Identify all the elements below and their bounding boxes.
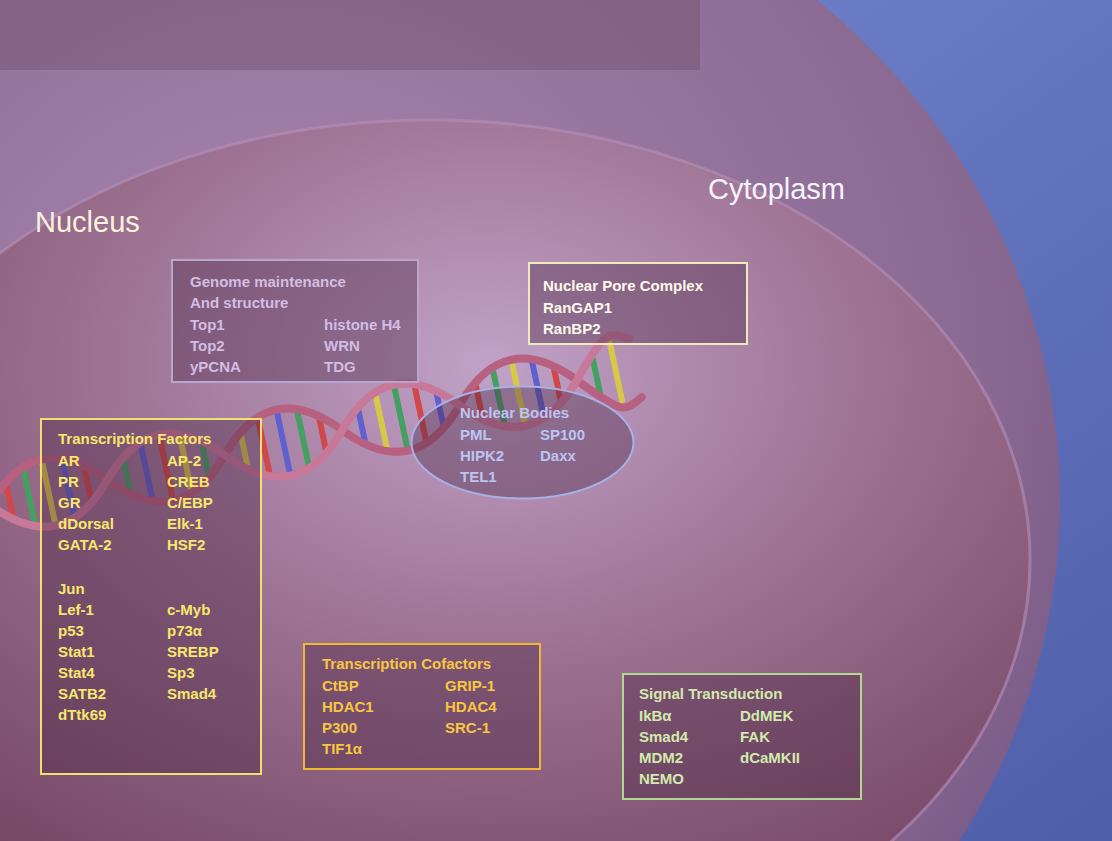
protein-name: dTtk69: [58, 704, 106, 725]
box-heading: Transcription Cofactors: [322, 653, 491, 674]
protein-name: Smad4: [167, 683, 216, 704]
protein-name: CREB: [167, 471, 210, 492]
box-heading: Transcription Factors: [58, 428, 211, 449]
protein-name: RanGAP1: [543, 297, 612, 318]
ellipse-outline: [410, 385, 635, 500]
ellipse-shape: [412, 387, 634, 499]
group-box: Nuclear Pore ComplexRanGAP1RanBP2: [528, 262, 748, 345]
region-label: Cytoplasm: [708, 172, 845, 206]
protein-name: PML: [460, 424, 492, 445]
protein-name: GRIP-1: [445, 675, 495, 696]
protein-name: GR: [58, 492, 81, 513]
protein-name: IkBα: [639, 705, 672, 726]
protein-name: Smad4: [639, 726, 688, 747]
protein-name: SREBP: [167, 641, 219, 662]
group-box: Genome maintenance And structureTop1 hist…: [171, 259, 419, 383]
protein-name: HIPK2: [460, 445, 504, 466]
protein-name: Sp3: [167, 662, 195, 683]
protein-name: TIF1α: [322, 738, 362, 759]
protein-name: FAK: [740, 726, 770, 747]
protein-name: DdMEK: [740, 705, 793, 726]
protein-name: Top1: [190, 314, 225, 335]
protein-name: Daxx: [540, 445, 576, 466]
ellipse-node: Nuclear BodiesPML SP100HIPK2 DaxxTEL1: [410, 385, 635, 500]
group-box: Signal TransductionIkBα DdMEK Smad4 FAK MDM2…: [622, 673, 862, 800]
protein-name: c-Myb: [167, 599, 210, 620]
group-box: Transcription CofactorsCtBP GRIP-1HDAC1 HD…: [303, 643, 541, 770]
protein-name: AP-2: [167, 450, 201, 471]
protein-name: SATB2: [58, 683, 106, 704]
protein-name: dCaMKII: [740, 747, 800, 768]
box-heading: Genome maintenance And structure: [190, 271, 362, 313]
protein-name: yPCNA: [190, 356, 241, 377]
protein-name: SRC-1: [445, 717, 490, 738]
protein-name: CtBP: [322, 675, 359, 696]
group-box: Transcription FactorsAR AP-2PR CREB GR C/EBP…: [40, 418, 262, 775]
protein-name: Jun: [58, 578, 85, 599]
protein-name: GATA-2: [58, 534, 112, 555]
protein-name: HDAC4: [445, 696, 497, 717]
protein-name: MDM2: [639, 747, 683, 768]
protein-name: TDG: [324, 356, 356, 377]
nucleus-body: [0, 120, 1030, 841]
protein-name: PR: [58, 471, 79, 492]
protein-name: p53: [58, 620, 84, 641]
protein-name: HSF2: [167, 534, 205, 555]
protein-name: C/EBP: [167, 492, 213, 513]
protein-name: p73α: [167, 620, 202, 641]
protein-name: Top2: [190, 335, 225, 356]
protein-name: RanBP2: [543, 318, 601, 339]
protein-name: Lef-1: [58, 599, 94, 620]
nucleus-rim: [0, 120, 1030, 841]
protein-name: histone H4: [324, 314, 401, 335]
protein-name: SP100: [540, 424, 585, 445]
dark-top: [0, 0, 700, 70]
protein-name: AR: [58, 450, 80, 471]
box-heading: Signal Transduction: [639, 683, 782, 704]
protein-name: HDAC1: [322, 696, 374, 717]
protein-name: WRN: [324, 335, 360, 356]
protein-name: dDorsal: [58, 513, 114, 534]
protein-name: NEMO: [639, 768, 684, 789]
protein-name: P300: [322, 717, 357, 738]
cell-body: [0, 0, 1060, 841]
box-heading: Nuclear Bodies: [460, 402, 569, 423]
protein-name: Stat1: [58, 641, 95, 662]
protein-name: Elk-1: [167, 513, 203, 534]
region-label: Nucleus: [35, 205, 140, 239]
protein-name: TEL1: [460, 466, 497, 487]
box-heading: Nuclear Pore Complex: [543, 275, 703, 296]
protein-name: Stat4: [58, 662, 95, 683]
